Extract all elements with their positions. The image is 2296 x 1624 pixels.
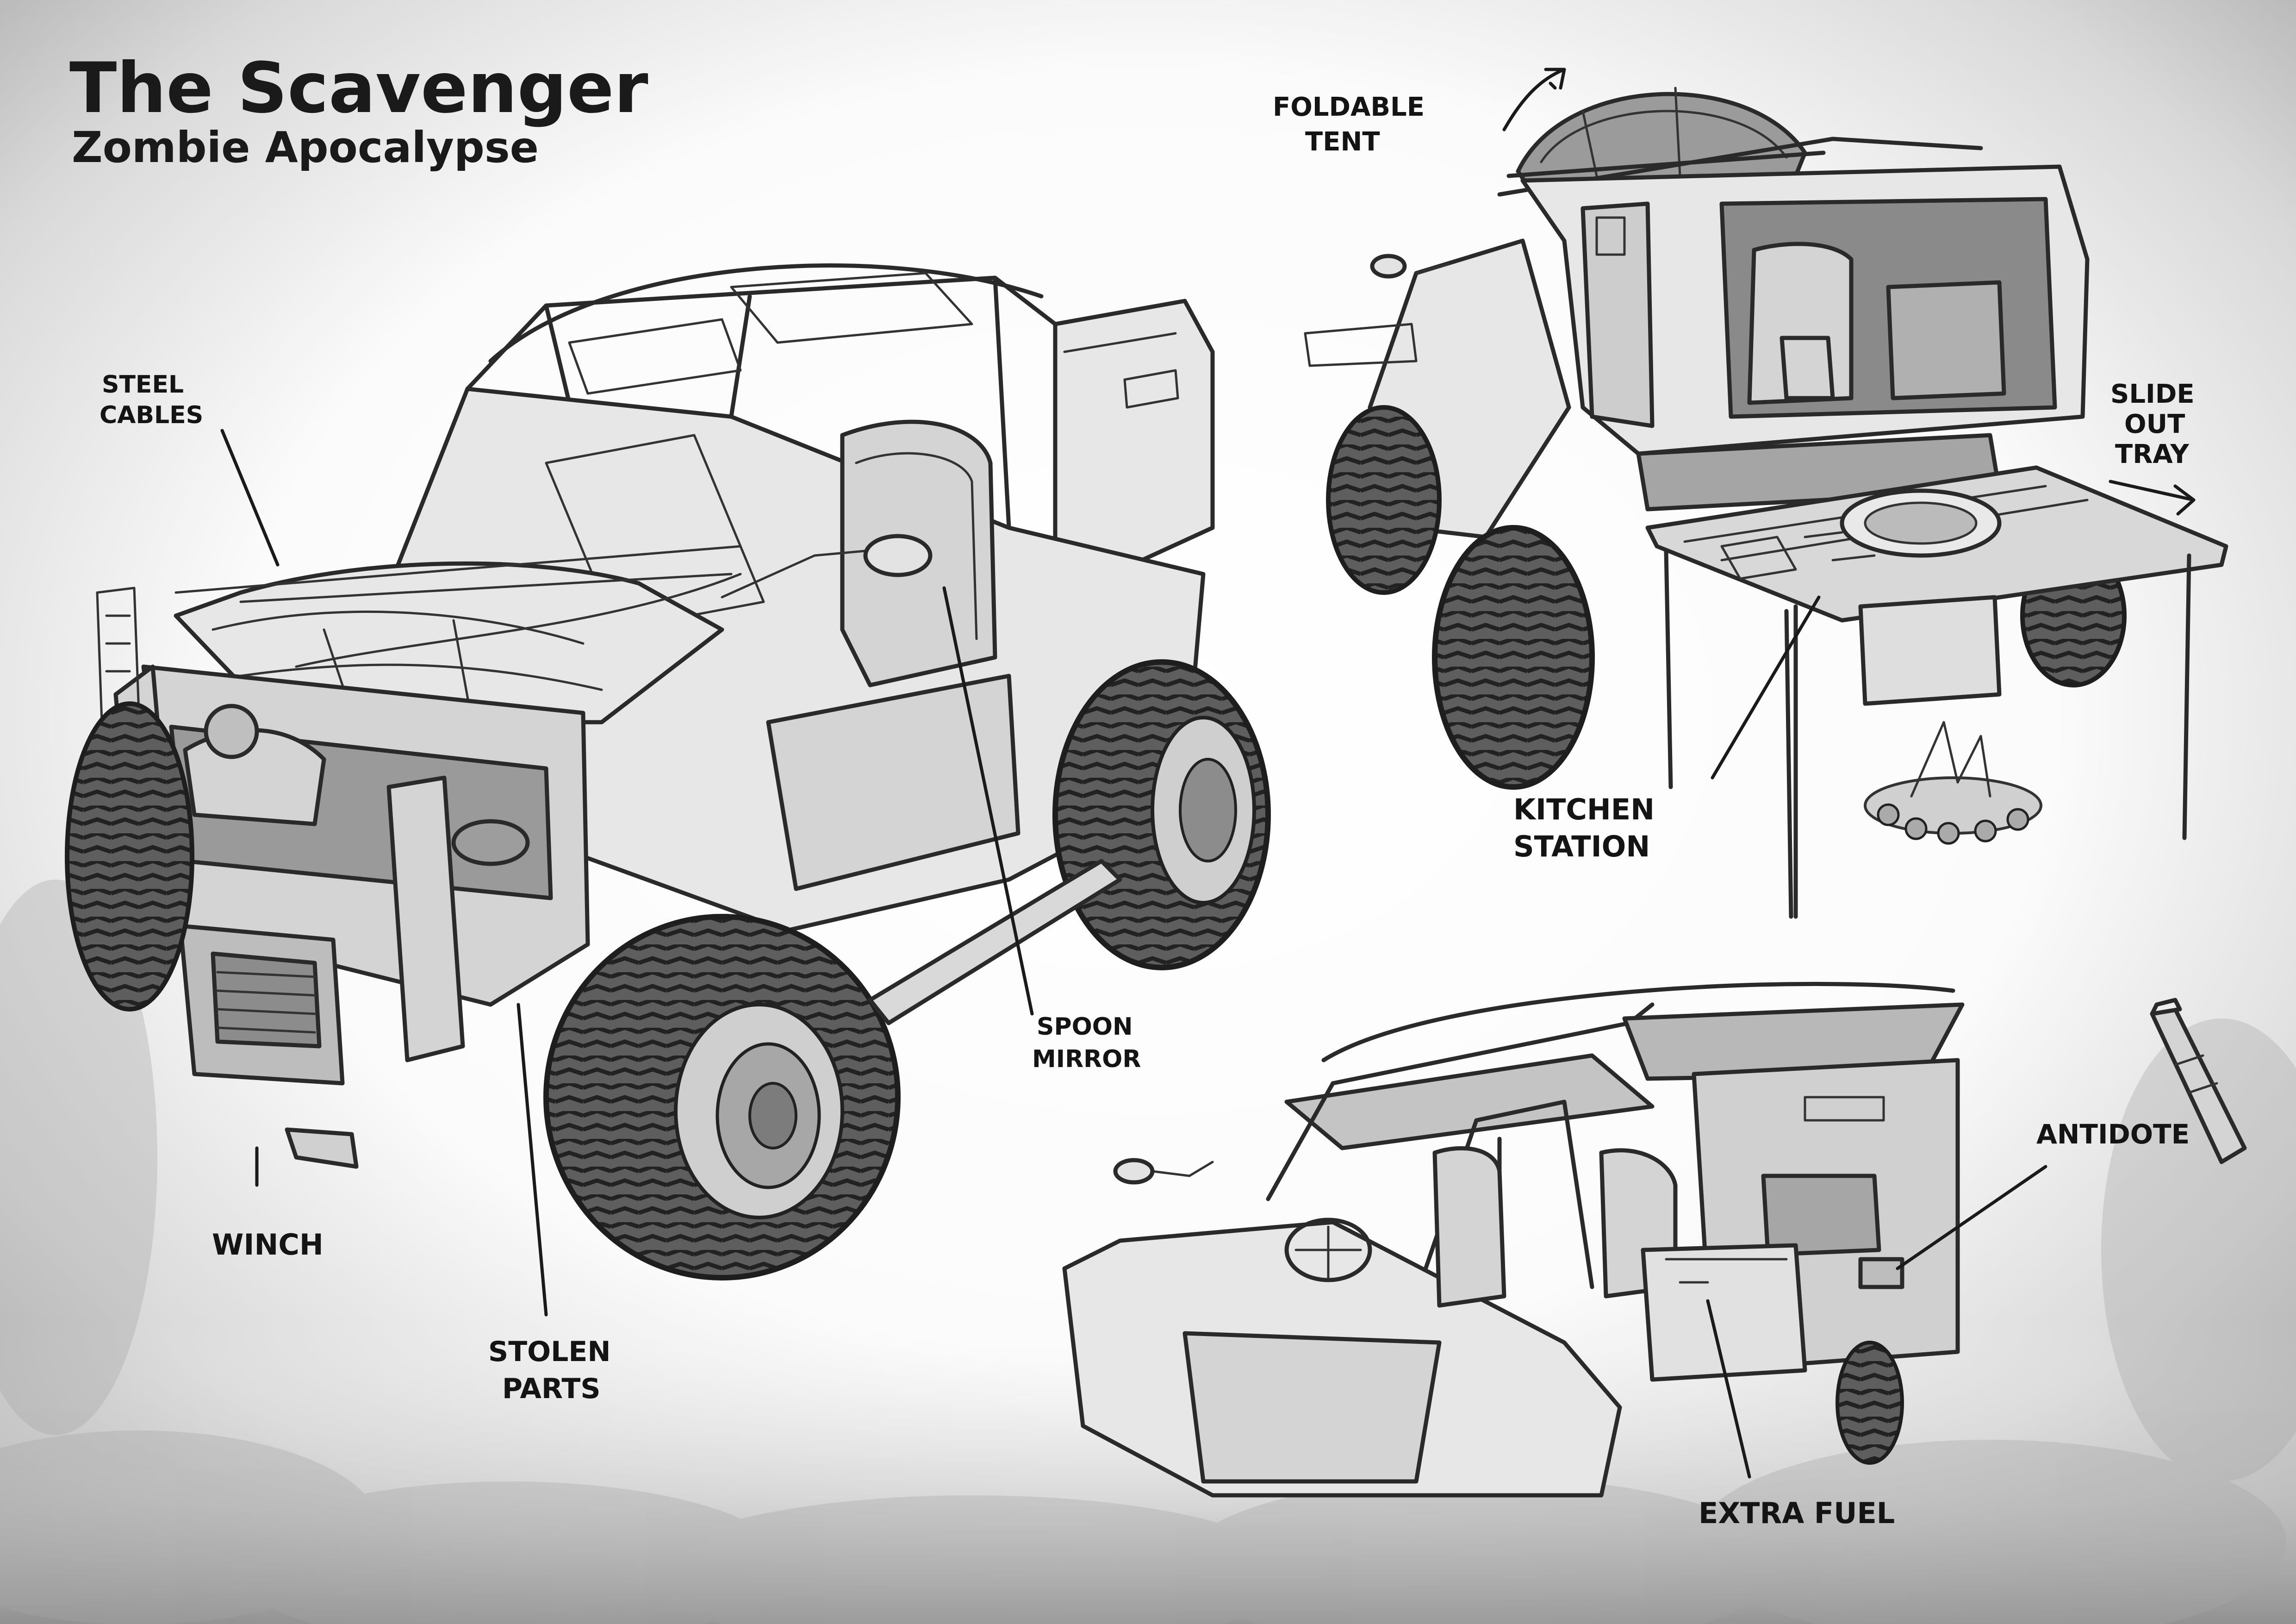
svg-text:FOLDABLE: FOLDABLE xyxy=(1273,92,1425,122)
vehicle-side-view xyxy=(1062,981,1965,1498)
callout-stolen-parts: STOLEN PARTS xyxy=(488,1336,611,1405)
rear-right-tire xyxy=(1052,659,1271,970)
sheet-title: The Scavenger xyxy=(69,48,648,129)
callout-extra-fuel: EXTRA FUEL xyxy=(1699,1496,1895,1530)
svg-text:STATION: STATION xyxy=(1513,830,1650,863)
campfire xyxy=(1864,721,2042,845)
callout-steel-cables: STEEL CABLES xyxy=(100,371,203,429)
callout-winch: WINCH xyxy=(212,1228,324,1262)
svg-text:KITCHEN: KITCHEN xyxy=(1513,793,1655,826)
svg-text:STEEL: STEEL xyxy=(102,371,184,399)
svg-text:SPOON: SPOON xyxy=(1037,1013,1133,1041)
svg-text:SLIDE: SLIDE xyxy=(2110,379,2195,409)
front-right-tire xyxy=(543,914,901,1280)
svg-text:OUT: OUT xyxy=(2124,409,2185,439)
vehicle-front-view xyxy=(65,263,1271,1280)
callout-spoon-mirror: SPOON MIRROR xyxy=(1032,1013,1141,1073)
svg-text:STOLEN: STOLEN xyxy=(488,1336,611,1368)
callout-slide-out-tray: SLIDE OUT TRAY xyxy=(2110,379,2195,469)
vehicle-rear-view xyxy=(1304,87,2228,919)
sheet-subtitle: Zombie Apocalypse xyxy=(72,123,539,172)
callout-kitchen-station: KITCHEN STATION xyxy=(1513,793,1655,863)
front-left-tire xyxy=(65,701,194,1012)
svg-text:MIRROR: MIRROR xyxy=(1032,1045,1141,1073)
smoke-clouds xyxy=(0,880,2296,1624)
svg-text:TRAY: TRAY xyxy=(2115,439,2190,469)
svg-text:PARTS: PARTS xyxy=(502,1373,601,1405)
callout-leaders xyxy=(220,68,2196,1479)
svg-text:CABLES: CABLES xyxy=(100,401,203,429)
callout-foldable-tent: FOLDABLE TENT xyxy=(1273,92,1425,157)
antidote-vial xyxy=(2150,998,2247,1164)
svg-text:TENT: TENT xyxy=(1305,127,1380,157)
callout-antidote: ANTIDOTE xyxy=(2036,1118,2190,1150)
